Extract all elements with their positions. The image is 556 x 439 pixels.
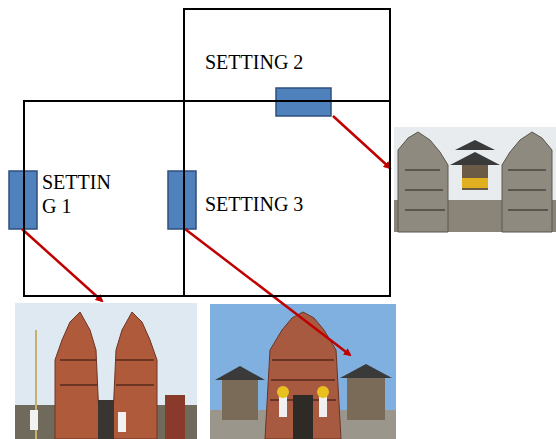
setting-area: SETTING 3 xyxy=(183,100,391,297)
setting-area: SETTIN G 1 xyxy=(23,100,185,297)
gate-photo xyxy=(394,127,556,232)
area-label: SETTING 2 xyxy=(205,50,385,74)
area-label: SETTING 3 xyxy=(205,192,385,216)
pointer-arrow xyxy=(333,116,390,168)
gate-photo xyxy=(15,303,197,439)
area-label: SETTIN G 1 xyxy=(42,170,120,218)
gate-marker xyxy=(168,171,196,229)
pointer-arrow xyxy=(22,229,102,301)
temple-photo xyxy=(210,304,396,439)
pointer-arrow xyxy=(185,229,350,355)
gate-marker xyxy=(276,88,331,116)
setting-area: SETTING 2 xyxy=(183,8,391,102)
